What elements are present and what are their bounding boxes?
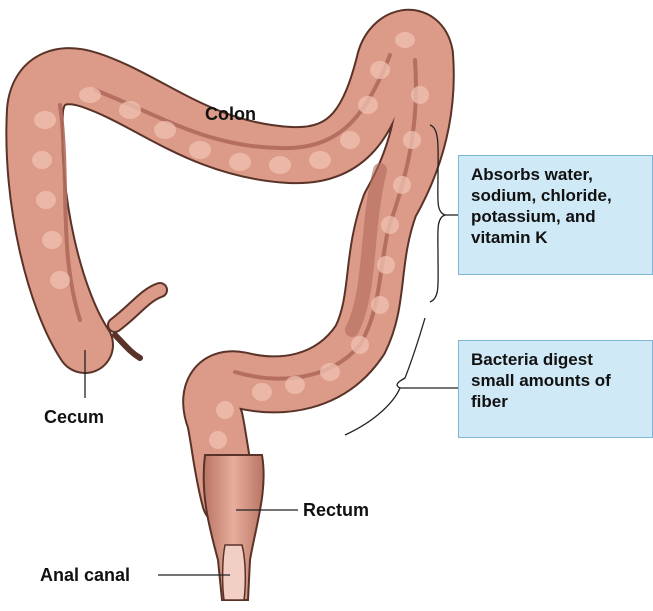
absorbs-callout-text: Absorbs water, sodium, chloride, potassi…: [471, 164, 642, 248]
absorbs-callout: Absorbs water, sodium, chloride, potassi…: [458, 155, 653, 275]
cecum-label: Cecum: [44, 407, 104, 428]
anal-canal-shape: [223, 545, 246, 600]
bacteria-callout: Bacteria digest small amounts of fiber: [458, 340, 653, 438]
colon-label: Colon: [205, 104, 256, 125]
anal-canal-label: Anal canal: [40, 565, 130, 586]
appendix-tail: [115, 335, 140, 358]
rectum-label: Rectum: [303, 500, 369, 521]
bacteria-callout-text: Bacteria digest small amounts of fiber: [471, 349, 642, 412]
